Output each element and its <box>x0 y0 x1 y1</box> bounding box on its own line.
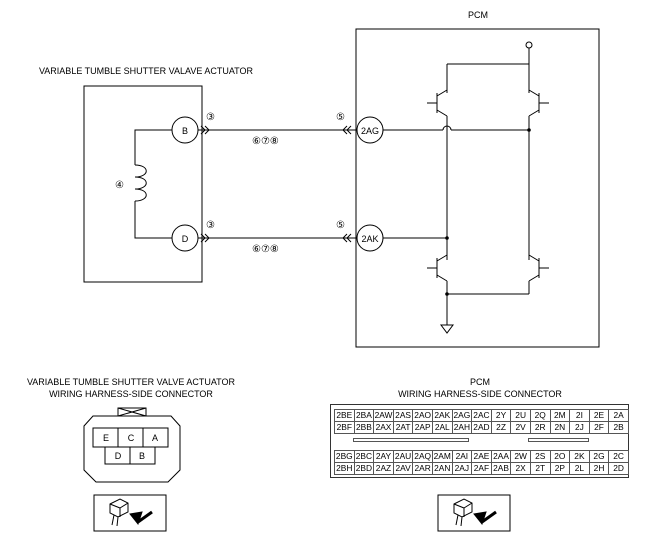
pcm-pin-cell: 2H <box>588 462 610 475</box>
pcm-pin-cell: 2T <box>529 462 551 475</box>
pcm-pin-cell: 2AK <box>431 409 453 422</box>
pcm-pin-cell: 2AX <box>373 421 394 434</box>
pcm-pin-cell: 2M <box>549 409 571 422</box>
pcm-pin-cell: 2AO <box>412 409 433 422</box>
pcm-pin-cell: 2P <box>549 462 571 475</box>
pcm-pin-cell: 2BA <box>353 409 375 422</box>
pcm-pin-cell: 2AJ <box>451 462 473 475</box>
pin-2ag-label: 2AG <box>361 126 379 136</box>
pcm-pin-cell: 2AN <box>431 462 453 475</box>
pcm-pin-cell: 2E <box>588 409 610 422</box>
actuator-connector-title-line2: WIRING HARNESS-SIDE CONNECTOR <box>49 389 213 399</box>
pin-2ak-label: 2AK <box>361 234 378 244</box>
pcm-pin-cell: 2N <box>549 421 571 434</box>
pcm-pin-cell: 2I <box>569 409 590 422</box>
note-678-bottom: ⑥⑦⑧ <box>252 244 279 255</box>
pin-d-label: D <box>182 234 189 244</box>
actuator-pin-c: C <box>128 433 135 443</box>
pcm-pin-cell: 2AY <box>373 450 394 463</box>
harness-view-icon-left <box>93 494 167 532</box>
connector-key-bar-left <box>353 438 469 442</box>
actuator-connector-title-line1: VARIABLE TUMBLE SHUTTER VALVE ACTUATOR <box>27 377 236 387</box>
junction-dots <box>445 128 531 296</box>
note-678-top: ⑥⑦⑧ <box>252 136 279 147</box>
note-3-top: ③ <box>206 112 215 123</box>
note-3-bottom: ③ <box>206 220 215 231</box>
pcm-pin-cell: 2AR <box>412 462 433 475</box>
actuator-box <box>83 85 203 283</box>
pcm-pin-cell: 2AT <box>392 421 414 434</box>
coil-symbol <box>134 129 172 239</box>
note-5-bottom: ⑤ <box>336 220 345 231</box>
pcm-pin-cell: 2K <box>569 450 590 463</box>
pcm-pin-cell: 2BC <box>353 450 375 463</box>
pcm-connector-title-line1: PCM <box>470 377 490 387</box>
note-4: ④ <box>115 180 124 191</box>
pcm-pin-cell: 2B <box>608 421 629 434</box>
actuator-pin-a: A <box>152 433 158 443</box>
pin-b-label: B <box>182 126 188 136</box>
pcm-pin-cell: 2AH <box>451 421 473 434</box>
pcm-pin-cell: 2L <box>569 462 590 475</box>
pcm-pin-cell: 2AF <box>471 462 492 475</box>
pcm-pin-cell: 2Q <box>529 409 551 422</box>
pcm-pin-cell: 2BG <box>334 450 355 463</box>
pcm-pin-cell: 2O <box>549 450 571 463</box>
pcm-pin-cell: 2BE <box>334 409 355 422</box>
pcm-connector-title-line2: WIRING HARNESS-SIDE CONNECTOR <box>398 389 562 399</box>
harness-view-icon-right <box>437 494 511 532</box>
pcm-pin-cell: 2BF <box>334 421 355 434</box>
actuator-title: VARIABLE TUMBLE SHUTTER VALAVE ACTUATOR <box>39 66 254 76</box>
pcm-pin-cell: 2AS <box>392 409 414 422</box>
pcm-pin-cell: 2AI <box>451 450 473 463</box>
actuator-pin-e: E <box>103 433 109 443</box>
pcm-pin-cell: 2A <box>608 409 629 422</box>
actuator-pin-d: D <box>115 451 122 461</box>
pcm-pin-cell: 2Z <box>490 421 512 434</box>
pcm-pin-cell: 2AG <box>451 409 473 422</box>
pcm-pin-cell: 2AU <box>392 450 414 463</box>
pcm-pin-cell: 2AD <box>471 421 492 434</box>
pcm-box <box>355 28 600 348</box>
pcm-pin-cell: 2AE <box>471 450 492 463</box>
pcm-title: PCM <box>468 10 488 20</box>
connector-marks <box>200 125 352 243</box>
actuator-connector-face <box>83 407 181 483</box>
pcm-pin-cell: 2BD <box>353 462 375 475</box>
actuator-pin-b: B <box>139 451 145 461</box>
pcm-pin-cell: 2AV <box>392 462 414 475</box>
connector-key-bar-right <box>528 438 589 442</box>
pcm-pin-cell: 2R <box>529 421 551 434</box>
pcm-pin-cell: 2AA <box>490 450 512 463</box>
pcm-pin-cell: 2AP <box>412 421 433 434</box>
pcm-pin-cell: 2W <box>510 450 531 463</box>
pcm-pin-cell: 2F <box>588 421 610 434</box>
pcm-pin-cell: 2BH <box>334 462 355 475</box>
pcm-pin-cell: 2Y <box>490 409 512 422</box>
pcm-pin-cell: 2BB <box>353 421 375 434</box>
pcm-pin-cell: 2S <box>529 450 551 463</box>
pcm-pin-cell: 2C <box>608 450 629 463</box>
note-5-top: ⑤ <box>336 112 345 123</box>
pcm-pin-cell: 2AC <box>471 409 492 422</box>
pcm-pin-cell: 2AL <box>431 421 453 434</box>
pcm-pin-cell: 2X <box>510 462 531 475</box>
pcm-pin-cell: 2D <box>608 462 629 475</box>
pcm-pin-cell: 2AQ <box>412 450 433 463</box>
pcm-pin-cell: 2G <box>588 450 610 463</box>
pcm-pin-cell: 2V <box>510 421 531 434</box>
pcm-pin-cell: 2AB <box>490 462 512 475</box>
pcm-pin-cell: 2AM <box>431 450 453 463</box>
h-bridge-circuit <box>383 41 549 334</box>
pcm-pin-cell: 2AW <box>373 409 394 422</box>
pcm-pin-cell: 2AZ <box>373 462 394 475</box>
pcm-pin-cell: 2U <box>510 409 531 422</box>
pcm-pin-cell: 2J <box>569 421 590 434</box>
